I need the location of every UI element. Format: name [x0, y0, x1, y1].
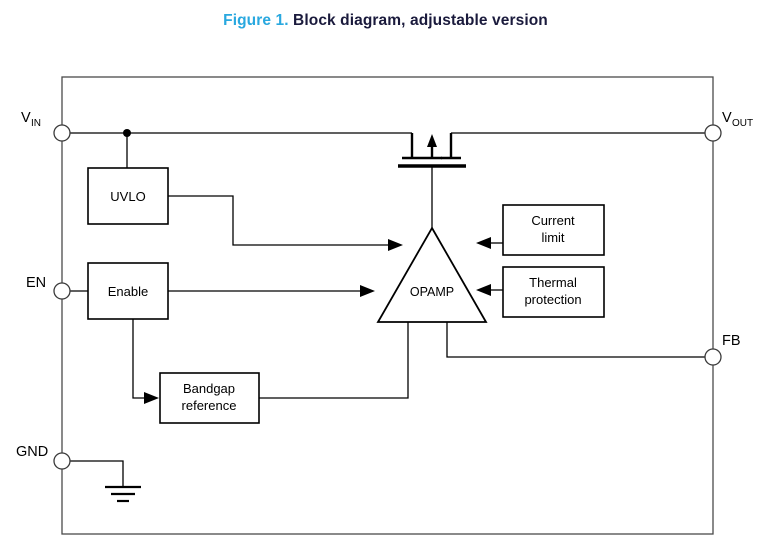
block-thermal-label-line1: Thermal: [529, 275, 577, 290]
arrowhead-enable-opamp: [360, 285, 375, 297]
block-opamp-label: OPAMP: [410, 285, 454, 299]
arrowhead-enable-bandgap: [144, 392, 159, 404]
pin-label-fb: FB: [722, 333, 741, 349]
pin-label-vin: V: [21, 110, 31, 126]
pin-label-vout: V: [722, 110, 732, 126]
wire-gnd-to-ground-symbol: [62, 460, 124, 487]
wire-uvlo-to-opamp: [168, 195, 390, 246]
block-current-limit-label-line2: limit: [541, 230, 564, 245]
figure-caption: Block diagram, adjustable version: [293, 12, 548, 29]
pin-fb[interactable]: [704, 348, 722, 366]
pin-gnd[interactable]: [53, 452, 71, 470]
arrowhead-thermal-opamp: [476, 284, 491, 296]
block-current-limit-label-line1: Current: [531, 213, 575, 228]
block-uvlo-label: UVLO: [110, 189, 145, 204]
figure-title: Figure 1. Block diagram, adjustable vers…: [0, 12, 771, 30]
pin-en[interactable]: [53, 282, 71, 300]
wire-fb-feedback: [446, 322, 713, 358]
pin-label-vout-sub: OUT: [732, 118, 753, 129]
device-outline: [61, 76, 714, 535]
pin-label-en: EN: [26, 275, 46, 291]
pin-label-vin-sub: IN: [31, 118, 41, 129]
block-thermal-protection[interactable]: [502, 266, 605, 318]
block-bandgap-reference[interactable]: [159, 372, 260, 424]
pin-vout[interactable]: [704, 124, 722, 142]
arrowhead-uvlo-opamp: [388, 239, 403, 251]
wire-bandgap-to-opamp: [259, 322, 409, 399]
block-thermal-label-line2: protection: [524, 292, 581, 307]
pin-label-gnd: GND: [16, 444, 48, 460]
block-enable-label: Enable: [108, 284, 148, 299]
block-bandgap-label-line1: Bandgap: [183, 381, 235, 396]
arrowhead-current-limit-opamp: [476, 237, 491, 249]
block-current-limit[interactable]: [502, 204, 605, 256]
block-bandgap-label-line2: reference: [182, 398, 237, 413]
block-uvlo[interactable]: [87, 167, 169, 225]
wire-enable-to-bandgap: [132, 319, 146, 399]
figure-number: Figure 1.: [223, 12, 289, 29]
mosfet-arrow-head: [427, 134, 437, 147]
pin-vin[interactable]: [53, 124, 71, 142]
block-opamp[interactable]: [376, 226, 488, 323]
